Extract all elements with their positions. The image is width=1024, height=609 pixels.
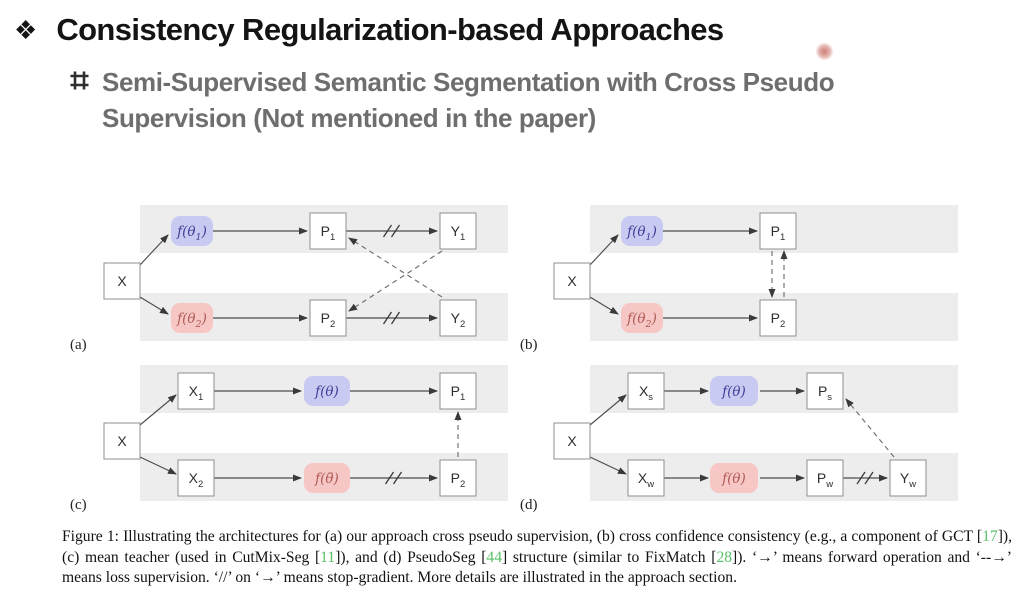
citation-number[interactable]: 11 xyxy=(320,548,336,566)
node-f-theta-bar: f(θ̄) xyxy=(304,463,350,493)
citation-number[interactable]: 17 xyxy=(982,528,998,545)
subtitle-line-1: Semi-Supervised Semantic Segmentation wi… xyxy=(102,67,835,97)
svg-text:P2: P2 xyxy=(451,470,466,490)
svg-text:X2: X2 xyxy=(189,470,204,490)
node-x2: X2 xyxy=(177,459,215,497)
node-x: X xyxy=(103,422,141,460)
panel-label-d: (d) xyxy=(520,497,538,513)
svg-text:Xs: Xs xyxy=(639,383,653,403)
node-p2: P2 xyxy=(309,299,347,337)
node-x: X xyxy=(553,262,591,300)
node-p1: P1 xyxy=(309,212,347,250)
node-p2: P2 xyxy=(439,459,477,497)
panel-label-c: (c) xyxy=(70,497,87,513)
svg-text:P2: P2 xyxy=(321,310,336,330)
node-x1: X1 xyxy=(177,372,215,410)
svg-text:X: X xyxy=(117,433,127,449)
node-p1: P1 xyxy=(439,372,477,410)
figure-caption: Figure 1: Illustrating the architectures… xyxy=(62,527,1012,589)
laser-pointer-dot xyxy=(816,43,833,60)
svg-text:P1: P1 xyxy=(451,383,466,403)
subtitle-line-2: Supervision (Not mentioned in the paper) xyxy=(102,103,596,133)
node-f-theta: f(θ) xyxy=(304,376,350,406)
node-f-theta2: f(θ2) xyxy=(171,303,213,333)
node-xs: Xs xyxy=(627,372,665,410)
panel-label-b: (b) xyxy=(520,337,538,353)
svg-text:X: X xyxy=(117,273,127,289)
node-ps: Ps xyxy=(806,372,844,410)
svg-text:Yw: Yw xyxy=(900,470,916,490)
node-f-theta-strong: f(θ) xyxy=(710,376,758,406)
svg-text:Ps: Ps xyxy=(818,383,832,403)
node-x: X xyxy=(103,262,141,300)
node-p1: P1 xyxy=(759,212,797,250)
svg-text:Xw: Xw xyxy=(638,470,654,490)
node-f-theta1: f(θ1) xyxy=(621,216,663,246)
slide-subtitle: Semi-Supervised Semantic Segmentation wi… xyxy=(102,64,835,136)
svg-text:X1: X1 xyxy=(189,383,204,403)
svg-text:P1: P1 xyxy=(771,223,786,243)
node-f-theta1: f(θ1) xyxy=(171,216,213,246)
caption-text: ]). ‘→’ means forward operation and ‘--→… xyxy=(62,548,1012,587)
node-y2: Y2 xyxy=(439,299,477,337)
citation-number[interactable]: 44 xyxy=(486,548,502,566)
node-f-theta-weak: f(θ) xyxy=(710,463,758,493)
svg-text:f(θ): f(θ) xyxy=(721,384,746,400)
node-x: X xyxy=(553,422,591,460)
node-pw: Pw xyxy=(806,459,844,497)
subtitle-row: Semi-Supervised Semantic Segmentation wi… xyxy=(70,64,835,136)
svg-text:P2: P2 xyxy=(771,310,786,330)
caption-text: ] structure (similar to FixMatch [ xyxy=(501,548,717,566)
svg-text:f(θ̄): f(θ̄) xyxy=(314,471,339,487)
caption-text: ]), (c) mean teacher (used in CutMix-Seg… xyxy=(62,528,1012,566)
svg-text:P1: P1 xyxy=(321,223,336,243)
node-y1: Y1 xyxy=(439,212,477,250)
page-title: Consistency Regularization-based Approac… xyxy=(56,12,724,47)
hash-square-icon xyxy=(70,71,89,95)
caption-text: ]), and (d) PseudoSeg [ xyxy=(335,548,487,566)
svg-text:f(θ2): f(θ2) xyxy=(626,311,657,330)
svg-text:f(θ2): f(θ2) xyxy=(176,311,207,330)
svg-text:X: X xyxy=(567,273,577,289)
slide-header: ❖ Consistency Regularization-based Appro… xyxy=(14,10,724,50)
node-p2: P2 xyxy=(759,299,797,337)
node-f-theta2: f(θ2) xyxy=(621,303,663,333)
svg-text:Pw: Pw xyxy=(817,470,833,490)
svg-text:f(θ): f(θ) xyxy=(314,384,339,400)
citation-number[interactable]: 28 xyxy=(716,548,733,566)
svg-text:Y2: Y2 xyxy=(451,310,466,330)
node-yw: Yw xyxy=(889,459,927,497)
svg-text:Y1: Y1 xyxy=(451,223,466,243)
diamond-bullet-icon: ❖ xyxy=(14,15,38,45)
panel-label-a: (a) xyxy=(70,337,87,353)
svg-text:f(θ): f(θ) xyxy=(721,471,746,487)
node-xw: Xw xyxy=(627,459,665,497)
caption-text: Figure 1: Illustrating the architectures… xyxy=(62,528,983,545)
svg-text:f(θ1): f(θ1) xyxy=(176,224,207,243)
svg-text:X: X xyxy=(567,433,577,449)
svg-text:f(θ1): f(θ1) xyxy=(626,224,657,243)
